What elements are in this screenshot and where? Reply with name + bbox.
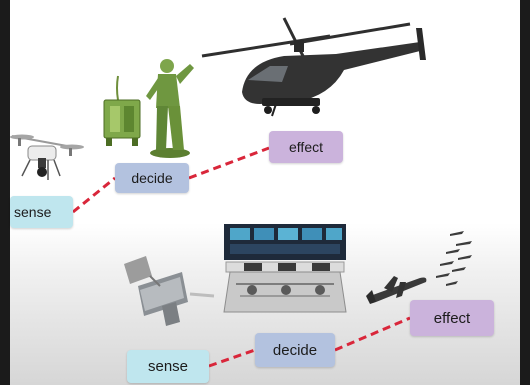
command-center-icon xyxy=(223,224,347,313)
decide-label-bottom: decide xyxy=(255,333,335,367)
frame-right-edge xyxy=(520,0,530,385)
attack-helicopter-icon xyxy=(201,17,426,117)
effect-label-top: effect xyxy=(269,131,343,163)
drone-icon xyxy=(10,134,84,180)
decide-label-top: decide xyxy=(115,163,189,193)
connector-sense-decide-bottom xyxy=(208,348,256,368)
frame-left-edge xyxy=(0,0,10,385)
connector-decide-effect-bottom xyxy=(334,316,411,352)
soldier-icon xyxy=(146,59,194,158)
connector-sense-decide-top xyxy=(72,176,116,214)
effect-label-bottom: effect xyxy=(410,300,494,336)
satellite-icon xyxy=(124,256,215,326)
missile-icon xyxy=(366,276,427,304)
sense-label-bottom: sense xyxy=(127,350,209,383)
sense-label-top: sense xyxy=(10,196,73,228)
connector-decide-effect-top xyxy=(188,146,270,180)
radio-backpack-icon xyxy=(103,75,141,146)
drone-swarm-icon xyxy=(436,231,472,286)
